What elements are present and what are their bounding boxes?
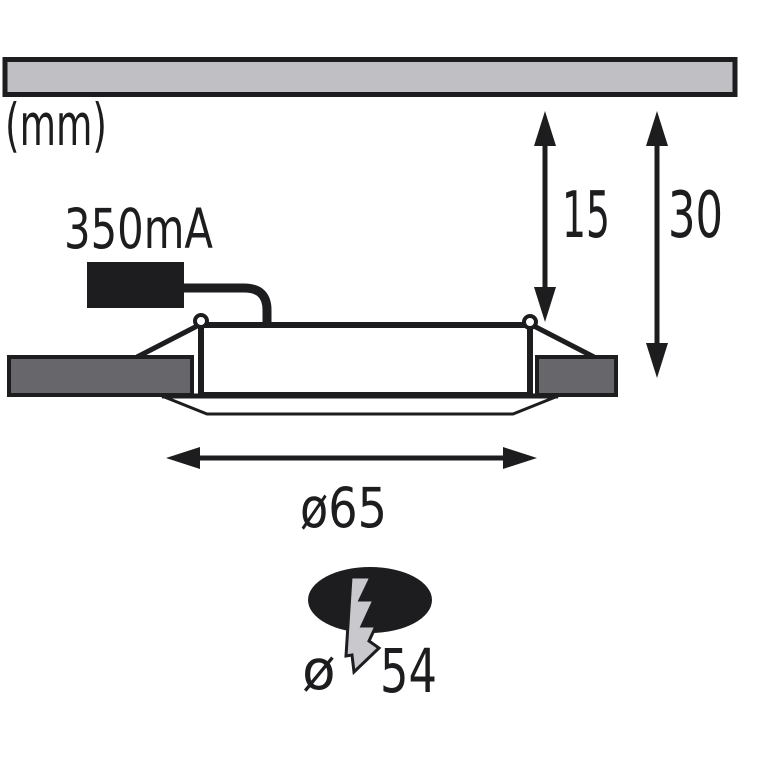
dimension-arrow-30 [646, 111, 668, 378]
mounting-clip-right [528, 321, 596, 360]
dia-54-symbol: ø [302, 638, 336, 702]
dim-15-label: 15 [562, 179, 610, 253]
driver-box [87, 262, 184, 308]
dim-30-label: 30 [668, 179, 723, 253]
dia-65-label: ø65 [300, 476, 387, 540]
ceiling-cut-left [7, 355, 194, 397]
fixture-housing [198, 322, 533, 398]
trim-ring [161, 394, 559, 416]
pivot-pin-left [193, 313, 209, 329]
diameter-arrow-65 [166, 447, 537, 469]
unit-label: (mm) [5, 91, 107, 159]
power-cable [184, 283, 272, 327]
dimension-arrow-15 [534, 111, 556, 322]
lightning-bolt-icon [344, 575, 382, 676]
ceiling-panel [2, 57, 738, 97]
ceiling-cut-right [535, 355, 618, 397]
mounting-clip-left [135, 321, 203, 360]
dia-54-label: 54 [380, 636, 437, 707]
driver-current-label: 350mA [64, 197, 213, 261]
pivot-pin-right [522, 314, 538, 330]
